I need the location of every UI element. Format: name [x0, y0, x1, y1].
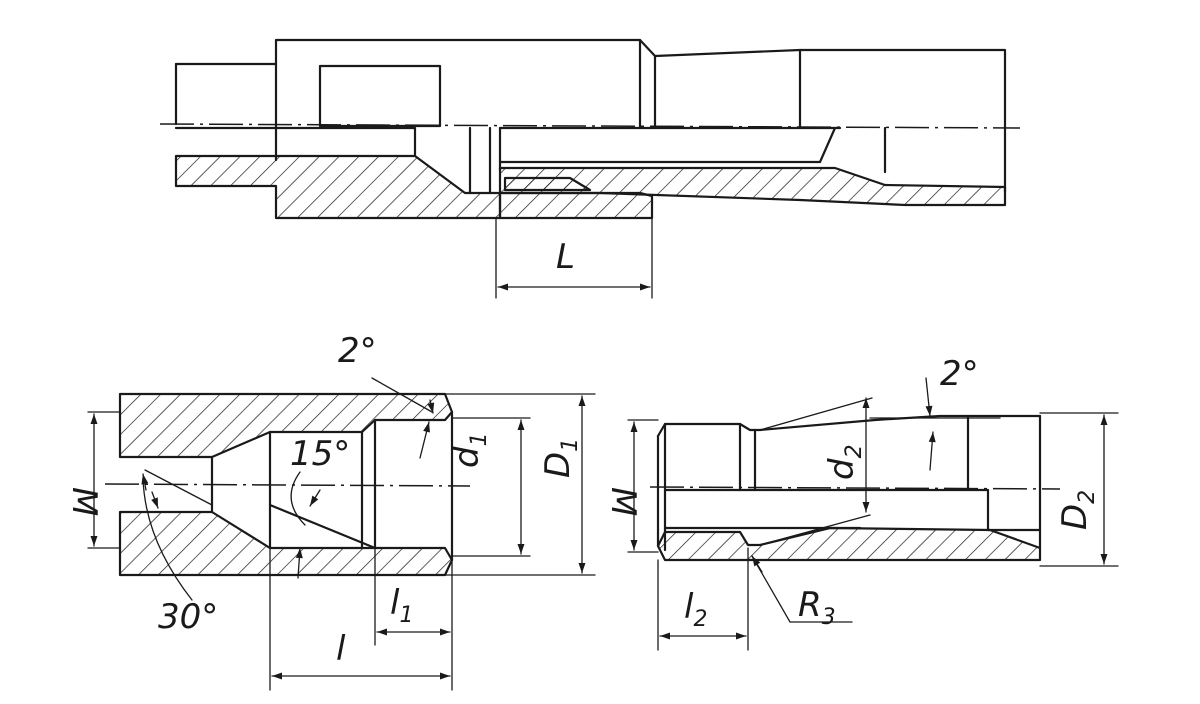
- label-angle-15: 15°: [290, 434, 350, 474]
- nut-axis: [104, 483, 471, 487]
- nipple-lower-wall: [656, 526, 1042, 562]
- label-D2: D2: [1055, 490, 1100, 530]
- label-d1: d1: [447, 432, 492, 468]
- nut-section: [498, 191, 654, 220]
- nipple-axis: [649, 486, 1061, 490]
- label-l1: l1: [390, 583, 413, 628]
- nut-upper-wall: [118, 392, 454, 459]
- label-M-left: M: [64, 487, 104, 516]
- assembly-axis: [159, 123, 1021, 129]
- label-D1: D1: [538, 438, 583, 478]
- label-R3: R3: [798, 585, 836, 630]
- nut-lower-wall: [118, 510, 454, 577]
- label-l2: l2: [684, 587, 707, 632]
- right-body-section: [498, 166, 1007, 207]
- label-angle-2-right: 2°: [940, 354, 979, 394]
- left-body-section: [174, 154, 502, 220]
- label-l: l: [336, 629, 346, 669]
- assembly-view: L: [159, 38, 1021, 299]
- nipple-detail-view: M d2 D2 2° l2 R3: [603, 354, 1119, 651]
- label-angle-2-left: 2°: [338, 331, 377, 371]
- label-angle-30: 30°: [158, 597, 218, 637]
- nut-detail-view: M d1 D1 2° 15° 30° l1 l: [64, 331, 596, 691]
- label-d2: d2: [822, 444, 867, 480]
- cone-insert: [503, 176, 592, 192]
- label-M-right: M: [603, 487, 643, 516]
- label-L: L: [556, 237, 575, 277]
